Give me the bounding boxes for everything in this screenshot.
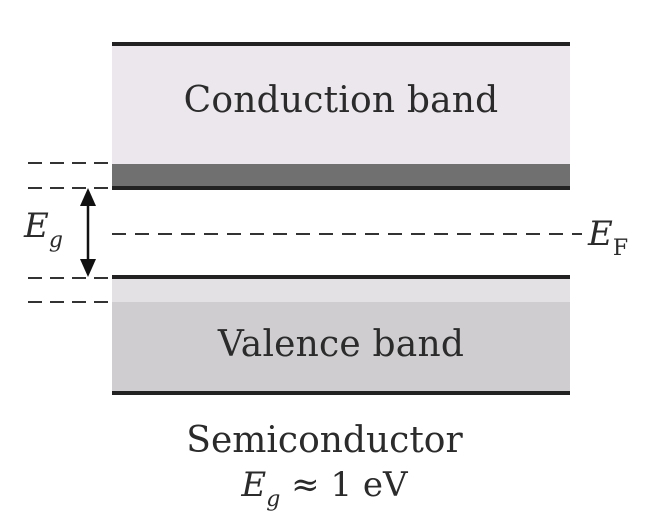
valence-band-label: Valence band (217, 324, 465, 365)
caption-title: Semiconductor (186, 420, 463, 461)
valence-band-region (112, 302, 570, 392)
caption-formula: Eg ≈ 1 eV (0, 465, 649, 512)
fermi-level-symbol: EF (588, 214, 628, 261)
caption-formula-rest: ≈ 1 eV (280, 465, 408, 505)
valence-band-top-strip (112, 278, 570, 302)
fermi-level-symbol-sub: F (612, 236, 629, 261)
conduction-band-occupied-edge (112, 164, 570, 187)
caption-formula-sub: g (266, 487, 281, 512)
fermi-level-symbol-main: E (588, 214, 613, 254)
conduction-band-label: Conduction band (183, 80, 499, 121)
band-gap-symbol: Eg (24, 206, 63, 253)
band-gap-symbol-main: E (24, 206, 49, 246)
conduction-band-region (112, 44, 570, 164)
caption-formula-main: E (241, 465, 267, 505)
band-gap-symbol-sub: g (48, 228, 63, 253)
band-gap-arrow (80, 188, 96, 277)
